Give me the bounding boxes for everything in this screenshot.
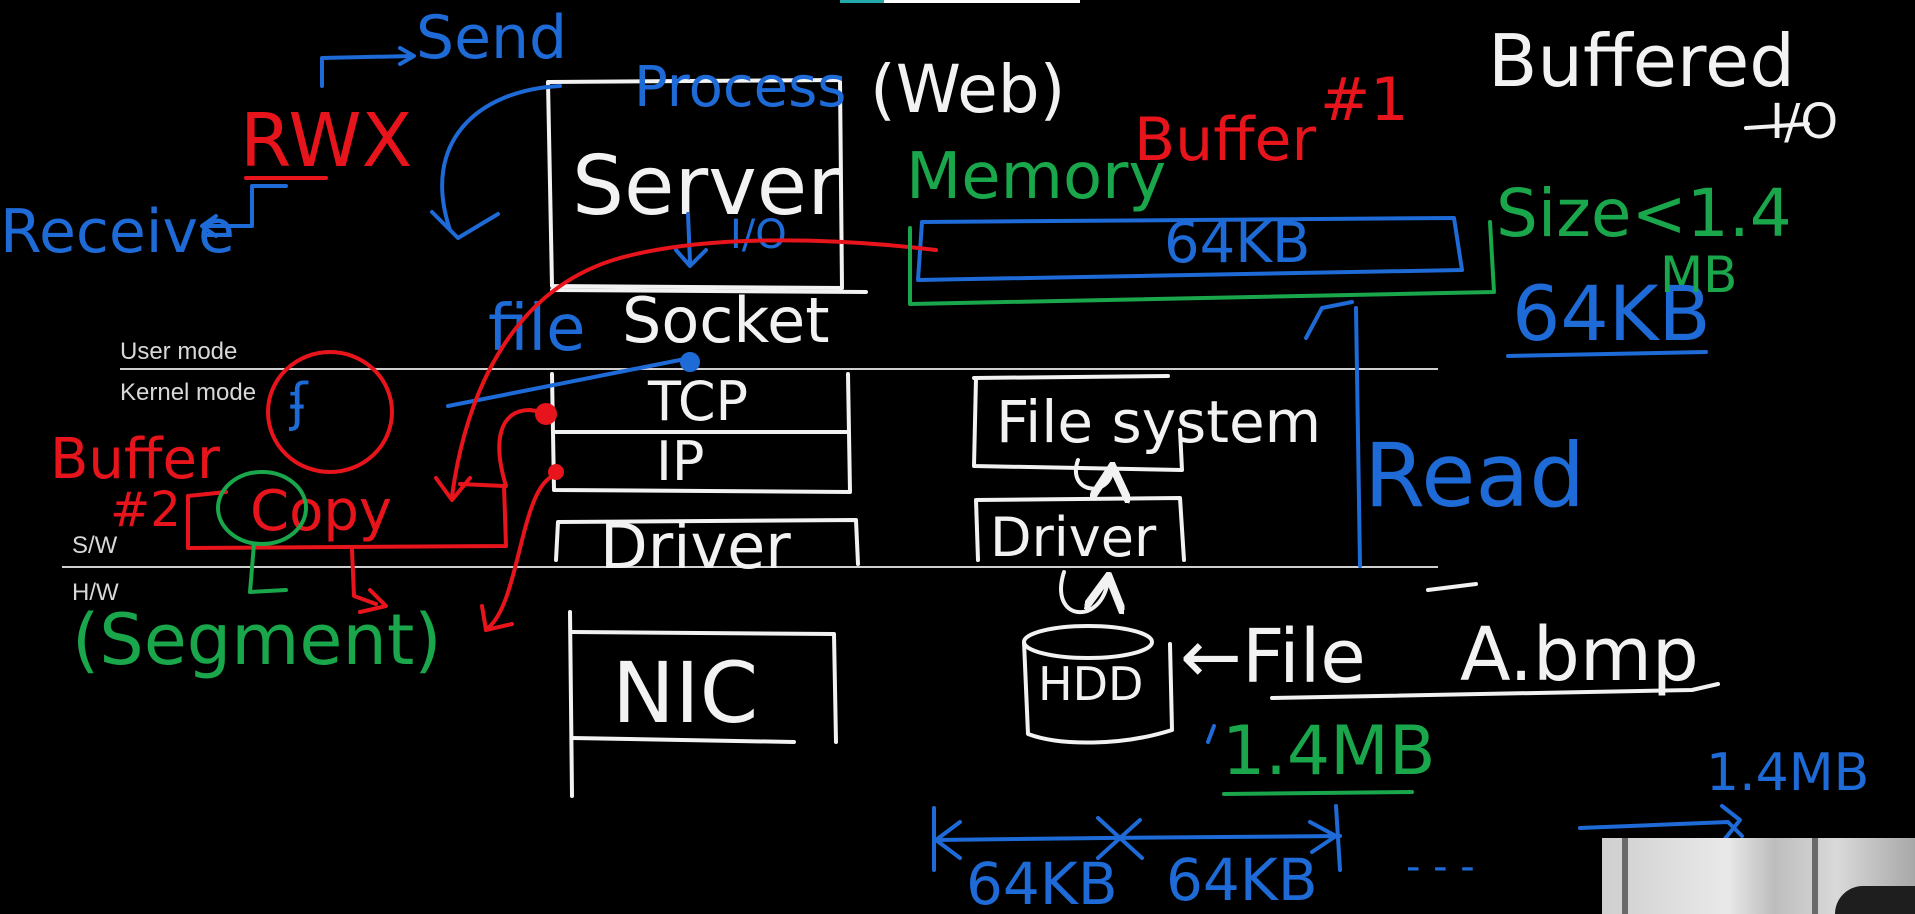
total-size-label: 1.4MB <box>1706 743 1869 803</box>
nic-bottom-line <box>570 736 796 744</box>
buffer1-size-label: 64KB <box>1164 211 1310 276</box>
receive-label: Receive <box>0 197 235 267</box>
socket-link-dot <box>680 352 700 372</box>
kernel-mode-label: Kernel mode <box>120 379 256 406</box>
io-down-arrow <box>686 212 692 264</box>
size-64kb-label: 64KB <box>1512 269 1711 358</box>
io-copy-arrow <box>450 238 938 498</box>
file-underline <box>1270 682 1720 700</box>
copy-label: Copy <box>250 479 392 544</box>
server-label: Server <box>572 139 841 234</box>
web-label: (Web) <box>870 51 1065 128</box>
chunk-axis <box>934 834 1342 842</box>
webcam-person <box>1835 886 1915 914</box>
size-underline <box>1506 350 1708 358</box>
buffer1-num-label: #1 <box>1320 65 1408 135</box>
file-name-label: A.bmp <box>1460 612 1699 698</box>
kernel-buffer-circle <box>266 350 394 474</box>
send-label: Send <box>416 3 567 73</box>
buffer2-word-label: Buffer <box>50 427 221 492</box>
process-loop-arrow <box>440 84 562 232</box>
size-mb-label: MB <box>1660 246 1737 304</box>
io-small-label: I/O <box>730 212 787 258</box>
file-size-label: 1.4MB <box>1222 712 1435 791</box>
chunk2-label: 64KB <box>1166 846 1318 914</box>
hdd-cylinder-top <box>1022 624 1154 660</box>
buffer2-num-label: #2 <box>110 482 181 538</box>
webcam-frame-bar <box>1812 838 1818 914</box>
rwx-label: RWX <box>240 98 412 184</box>
file-arrow-label: ←File <box>1180 614 1366 700</box>
memory-label: Memory <box>906 140 1166 214</box>
chunk-axis-end <box>1578 820 1744 838</box>
buffered-io-slash <box>1744 122 1810 130</box>
copy-circle <box>216 470 308 546</box>
tcp-link-dot <box>535 403 557 425</box>
driver-right-label: Driver <box>990 506 1157 569</box>
buffered-label: Buffered <box>1488 19 1795 103</box>
copy-to-tcp-link <box>497 408 544 488</box>
driver-right-box <box>974 496 1186 562</box>
driver-left-box <box>554 518 860 566</box>
ip-label: IP <box>656 430 705 493</box>
segment-label: (Segment) <box>72 599 442 681</box>
file-system-label: File system <box>996 388 1321 456</box>
file-size-underline <box>1222 790 1414 796</box>
hdd-label: HDD <box>1038 657 1143 711</box>
socket-top-line <box>550 288 868 294</box>
driver-left-label: Driver <box>600 510 791 583</box>
fs-to-driver-arrow <box>1074 458 1112 489</box>
socket-label: Socket <box>622 284 830 357</box>
buffer2-box <box>186 482 508 550</box>
nic-box <box>570 630 838 744</box>
receive-arrow <box>202 184 288 228</box>
nic-left-edge <box>568 610 574 798</box>
size-lt-label: Size<1.4 <box>1496 175 1792 252</box>
buffer1-box <box>916 216 1464 282</box>
read-label: Read <box>1364 424 1585 527</box>
process-label: Process <box>634 55 846 120</box>
buffer1-word-label: Buffer <box>1134 105 1316 175</box>
server-process-box <box>546 78 844 290</box>
nic-label: NIC <box>612 644 758 742</box>
kernel-buffer-scribble: ʄ <box>289 373 309 433</box>
buffered-io-suffix: I/O <box>1770 94 1838 150</box>
webcam-overlay <box>1602 838 1915 914</box>
top-edge-accent <box>840 0 884 3</box>
driver-to-hdd-arrow <box>1059 572 1108 612</box>
top-edge-bar <box>840 0 1080 3</box>
user-mode-label: User mode <box>120 338 237 365</box>
read-arrow <box>1354 306 1362 568</box>
ip-to-nic-arrow <box>486 472 562 630</box>
tcp-label: TCP <box>647 370 748 433</box>
chunk1-label: 64KB <box>966 850 1118 914</box>
send-arrow <box>320 54 414 88</box>
memory-box <box>908 220 1496 306</box>
chunk-dots: - - - <box>1406 844 1475 890</box>
webcam-frame-bar <box>1622 838 1628 914</box>
sw-label: S/W <box>72 532 118 559</box>
kernel-socket-link <box>446 356 692 408</box>
hdd-cylinder-body <box>1022 640 1174 745</box>
hw-label: H/W <box>72 579 119 606</box>
